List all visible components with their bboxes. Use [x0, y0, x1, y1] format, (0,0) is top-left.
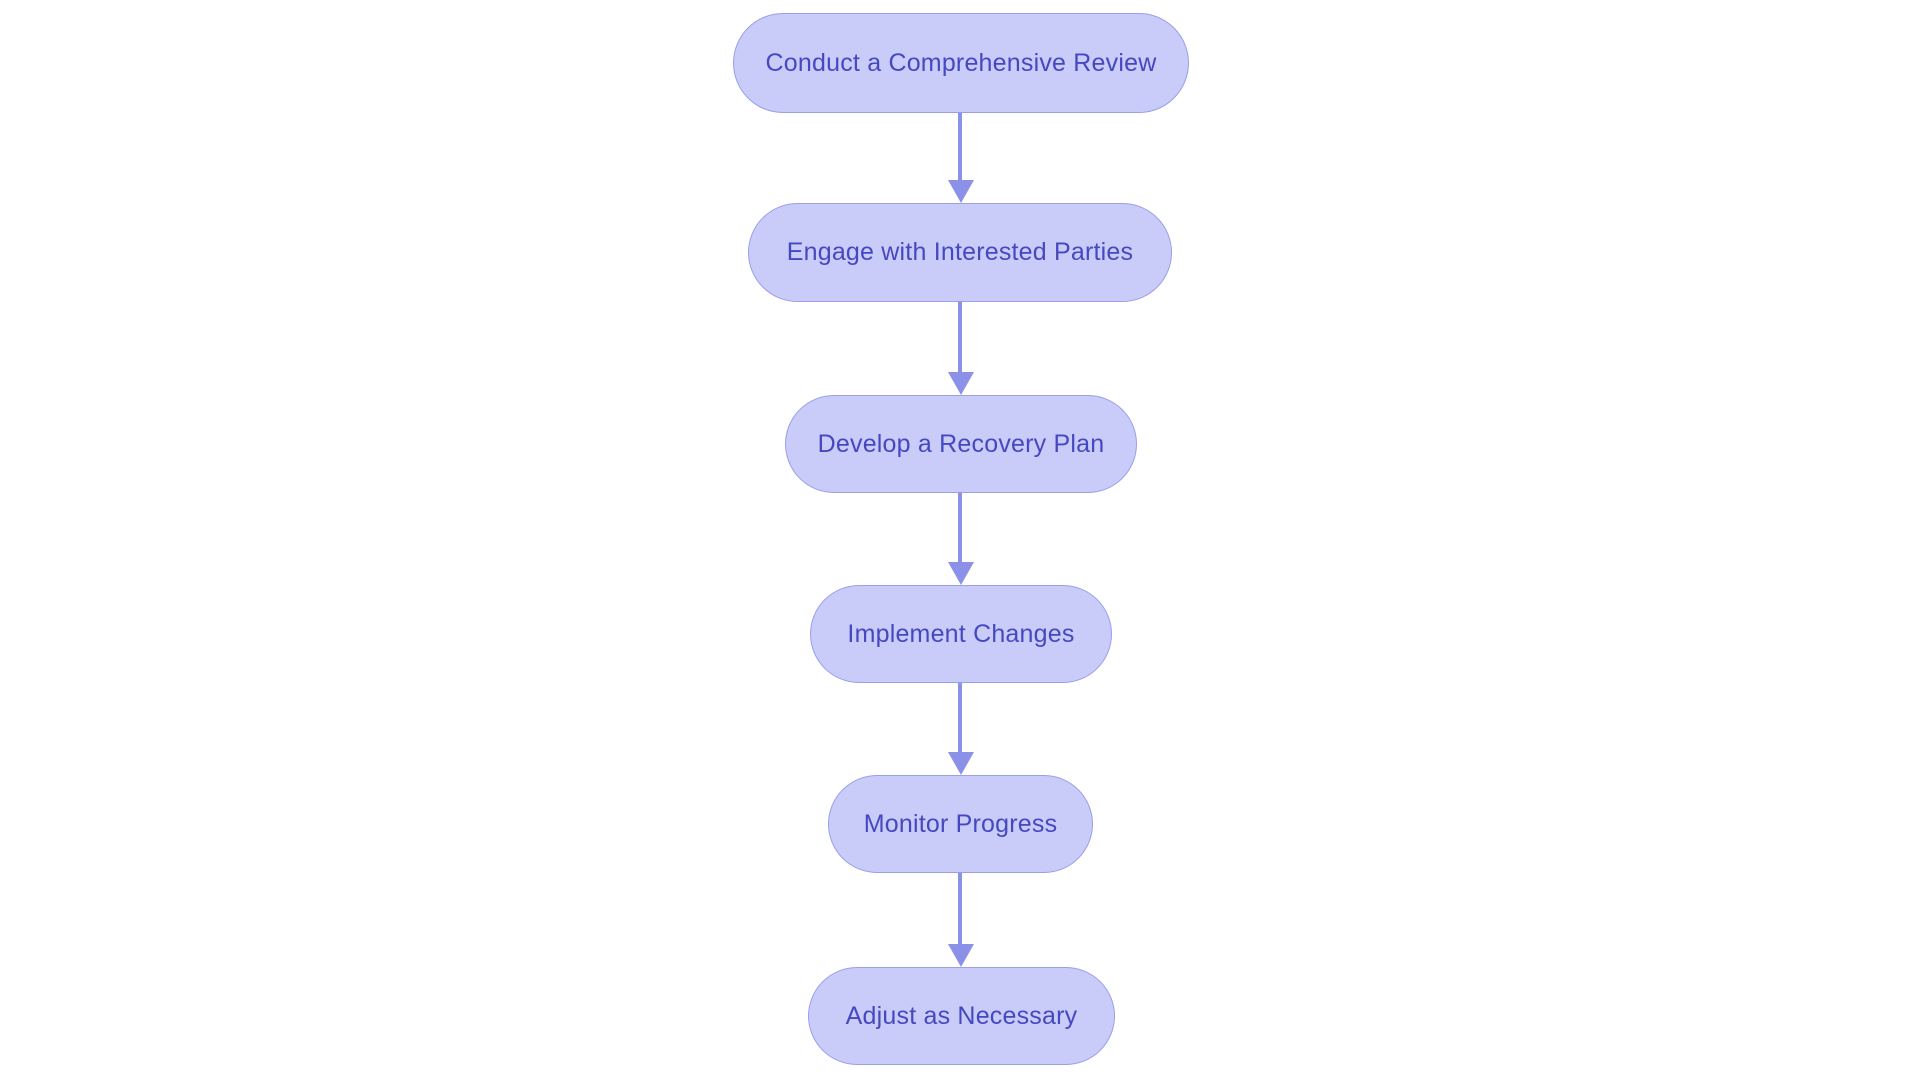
arrow-line: [958, 113, 962, 186]
flow-connector-3-4: [947, 493, 975, 585]
arrow-line: [958, 493, 962, 568]
arrow-down-icon: [948, 180, 974, 203]
flow-node-step-3: Develop a Recovery Plan: [785, 395, 1137, 493]
flow-node-label: Develop a Recovery Plan: [817, 429, 1105, 458]
flow-node-step-5: Monitor Progress: [828, 775, 1093, 873]
arrow-line: [958, 873, 962, 950]
arrow-line: [958, 302, 962, 378]
arrow-down-icon: [948, 372, 974, 395]
arrow-line: [958, 683, 962, 758]
flow-node-step-6: Adjust as Necessary: [808, 967, 1115, 1065]
flow-node-label: Adjust as Necessary: [845, 1001, 1078, 1030]
flow-connector-5-6: [947, 873, 975, 967]
arrow-down-icon: [948, 752, 974, 775]
flow-node-step-4: Implement Changes: [810, 585, 1112, 683]
flow-node-step-2: Engage with Interested Parties: [748, 203, 1172, 302]
flow-node-label: Implement Changes: [847, 619, 1075, 648]
arrow-down-icon: [948, 944, 974, 967]
flow-node-label: Engage with Interested Parties: [786, 238, 1134, 266]
flow-node-step-1: Conduct a Comprehensive Review: [733, 13, 1189, 113]
flow-connector-4-5: [947, 683, 975, 775]
flow-connector-1-2: [947, 113, 975, 203]
flow-connector-2-3: [947, 302, 975, 395]
flow-node-label: Monitor Progress: [863, 809, 1058, 838]
arrow-down-icon: [948, 562, 974, 585]
flow-node-label: Conduct a Comprehensive Review: [765, 48, 1157, 77]
